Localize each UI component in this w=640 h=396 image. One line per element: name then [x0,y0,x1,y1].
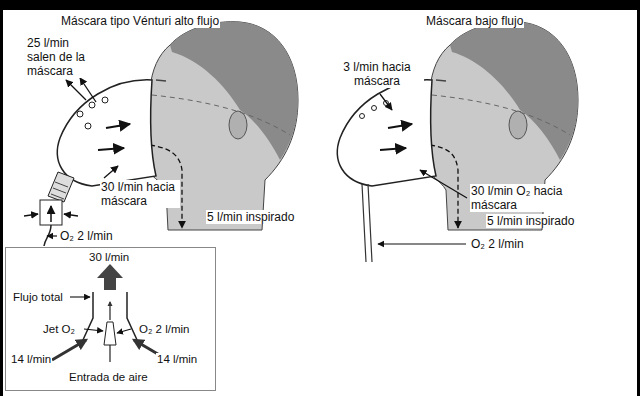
inset-label: 30 l/min [88,251,130,264]
flow-label: 30 l/min O₂ hacia máscara [470,184,578,212]
frame-band [0,0,640,10]
oxygen-label: O₂ 2 l/min [59,229,114,243]
inset-label: O₂ 2 l/min [138,323,190,336]
low-flow-mask [337,80,467,262]
inset-label: Entrada de aire [68,371,149,384]
panel-title: Máscara tipo Vénturi alto flujo [60,14,220,28]
flow-label: 3 l/min hacia máscara [330,60,424,88]
frame-band [0,0,3,396]
inset-label: 14 l/min [10,353,52,366]
inset-label: Flujo total [12,291,64,304]
inset-label: Jet O₂ [42,323,76,336]
venturi-detail [52,264,168,362]
venturi-mask [24,78,156,246]
flow-label: 30 l/min hacia máscara [100,180,180,208]
detail-inset: 30 l/minFlujo totalJet O₂ O₂ 2 l/min 14 l/… [5,247,216,391]
panel-title: Máscara bajo flujo [425,14,524,28]
head-profile [412,22,578,230]
inset-label: 14 l/min [156,353,198,366]
oxygen-label: O₂ 2 l/min [470,237,525,251]
flow-label: 25 l/min salen de la máscara [26,36,92,78]
frame-band [637,0,640,396]
flow-label: 5 l/min inspirado [486,214,575,228]
flow-label: 5 l/min inspirado [206,210,295,224]
